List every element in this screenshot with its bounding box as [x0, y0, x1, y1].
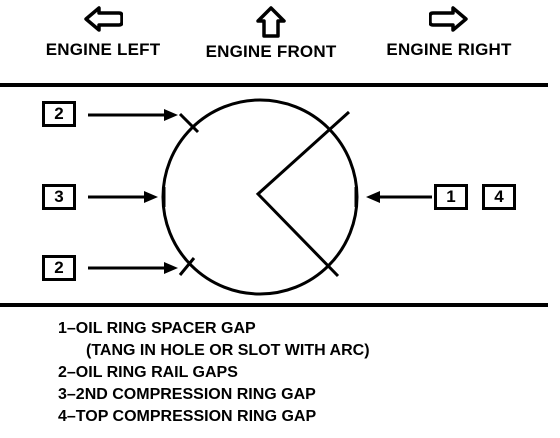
- callout-box-lower-left: 2: [42, 255, 76, 281]
- arrow-up-icon: [256, 6, 286, 38]
- arrow-right-icon: [429, 6, 468, 32]
- engine-right-label: ENGINE RIGHT: [386, 40, 512, 59]
- ring-gap-diagram: 2 3 2 1 4: [0, 87, 548, 303]
- callout-box-right-1: 1: [434, 184, 468, 210]
- leader-left: [88, 191, 158, 203]
- engine-front-label: ENGINE FRONT: [205, 42, 337, 61]
- gap-tick-upper-left: [178, 112, 200, 134]
- engine-front-indicator: ENGINE FRONT: [186, 6, 356, 62]
- arrow-left-icon: [84, 6, 123, 32]
- callout-box-left: 3: [42, 184, 76, 210]
- engine-right-indicator: ENGINE RIGHT: [364, 6, 534, 60]
- leader-right: [366, 191, 432, 203]
- engine-left-indicator: ENGINE LEFT: [28, 6, 178, 60]
- divider-top: [0, 83, 548, 87]
- leader-lower-left: [88, 262, 178, 274]
- divider-bottom: [0, 303, 548, 307]
- engine-left-label: ENGINE LEFT: [45, 40, 161, 59]
- legend-item-1: 1–OIL RING SPACER GAP: [58, 320, 256, 337]
- legend-item-1-note: (TANG IN HOLE OR SLOT WITH ARC): [86, 342, 370, 359]
- leader-upper-left: [88, 109, 178, 121]
- piston-top-view: [88, 98, 432, 296]
- gap-angle-mark: [255, 110, 351, 278]
- legend-item-2: 2–OIL RING RAIL GAPS: [58, 364, 238, 381]
- callout-box-right-4: 4: [482, 184, 516, 210]
- legend-item-4: 4–TOP COMPRESSION RING GAP: [58, 408, 317, 425]
- legend-item-3: 3–2ND COMPRESSION RING GAP: [58, 386, 316, 403]
- legend: 1–OIL RING SPACER GAP (TANG IN HOLE OR S…: [58, 318, 370, 428]
- callout-box-upper-left: 2: [42, 101, 76, 127]
- gap-tick-lower-left: [178, 257, 196, 276]
